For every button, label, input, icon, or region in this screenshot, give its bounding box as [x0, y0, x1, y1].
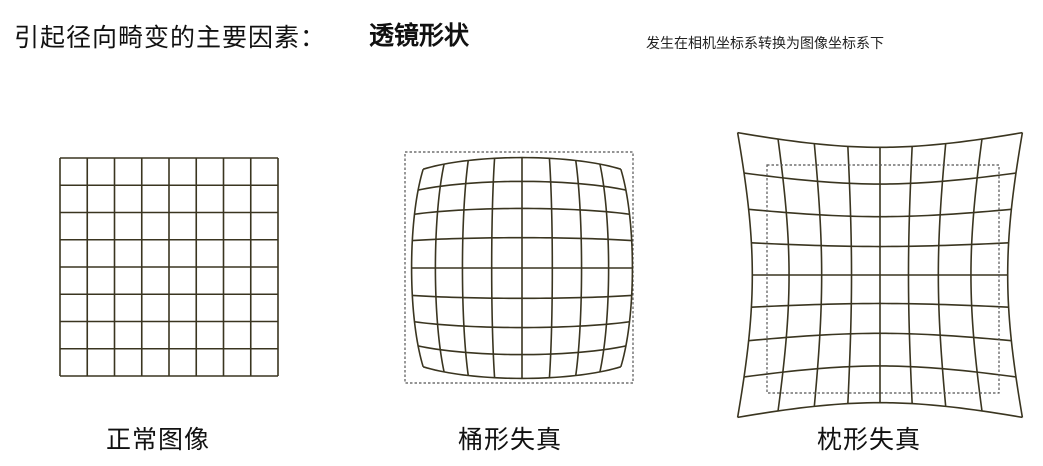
barrel-grid-hline	[417, 345, 627, 356]
caption-barrel: 桶形失真	[458, 425, 563, 454]
pincushion-grid-vline	[970, 138, 983, 412]
normal-grid	[59, 157, 279, 377]
caption-normal: 正常图像	[106, 425, 211, 454]
barrel-grid	[410, 156, 634, 380]
barrel-grid-vline	[620, 168, 634, 368]
caption-pincushion: 枕形失真	[817, 425, 922, 454]
pincushion-frame	[766, 164, 1000, 394]
barrel-grid-vline	[548, 158, 554, 378]
barrel-grid-vline	[574, 160, 583, 376]
barrel-grid-hline	[414, 320, 630, 329]
pincushion-grid-hline	[737, 131, 1023, 149]
barrel-grid-hline	[412, 294, 632, 300]
highlight-text: 透镜形状	[369, 21, 470, 50]
barrel-grid-hline	[422, 366, 622, 380]
page-title: 引起径向畸变的主要因素：	[14, 23, 327, 52]
pincushion-grid-hline	[737, 401, 1023, 419]
note-text: 发生在相机坐标系转换为图像坐标系下	[646, 36, 884, 52]
pincushion-grid-hline	[743, 365, 1017, 378]
pincushion-grid-vline	[1006, 132, 1024, 418]
pincushion-grid	[736, 131, 1024, 419]
pincushion-grid-vline	[907, 146, 913, 404]
pincushion-grid-hline	[748, 332, 1012, 342]
pincushion-grid-vline	[736, 132, 754, 418]
pincushion-grid-vline	[937, 143, 947, 407]
barrel-grid-vline	[599, 163, 610, 373]
pincushion-grid-hline	[751, 302, 1009, 308]
